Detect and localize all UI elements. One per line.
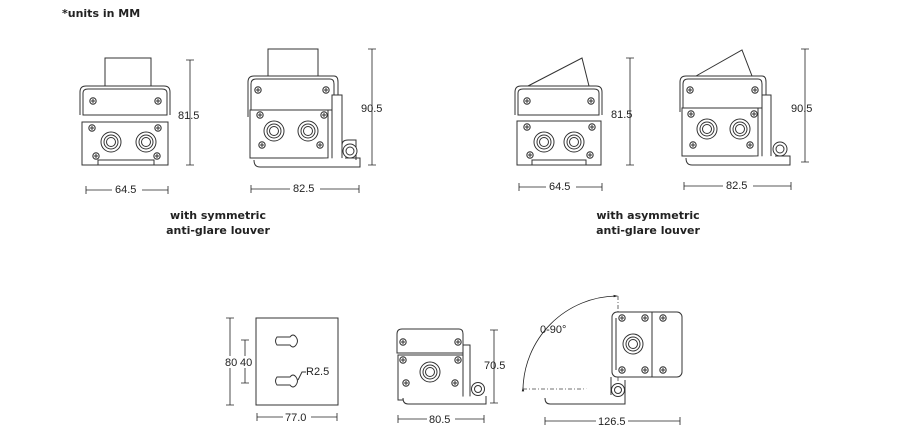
rotation-view: 0-90° 126.5: [521, 294, 683, 428]
symmetric-caption-line1: with symmetric: [170, 209, 266, 222]
single-gland-view: 70.5 80.5: [396, 328, 505, 426]
height-label: 70.5: [484, 360, 505, 372]
height-label: 90.5: [791, 103, 812, 115]
slot-radius-label: R2.5: [306, 366, 329, 378]
asymmetric-caption-line1: with asymmetric: [596, 209, 699, 222]
height-label: 81.5: [611, 109, 632, 121]
symmetric-front-view: 81.5 64.5: [79, 57, 199, 196]
angle-label: 0-90°: [540, 324, 566, 336]
width-label: 64.5: [549, 181, 570, 193]
height-label: 90.5: [361, 103, 382, 115]
plate-width-label: 77.0: [285, 412, 306, 424]
slot-spacing-label: 40: [240, 357, 252, 369]
width-label: 80.5: [429, 414, 450, 426]
asymmetric-caption-line2: anti-glare louver: [596, 224, 700, 237]
width-label: 82.5: [726, 180, 747, 192]
width-label: 126.5: [598, 416, 626, 428]
asymmetric-side-view: 90.5 82.5: [679, 48, 812, 192]
plate-height-label: 80: [225, 357, 237, 369]
width-label: 82.5: [293, 183, 314, 195]
symmetric-side-view: 90.5 82.5: [247, 48, 382, 195]
mounting-plate-view: R2.5 80 40 77.0: [224, 317, 339, 424]
asymmetric-front-view: 81.5 64.5: [514, 57, 634, 193]
width-label: 64.5: [115, 184, 136, 196]
height-label: 81.5: [178, 110, 199, 122]
units-note: *units in MM: [62, 7, 140, 20]
symmetric-caption-line2: anti-glare louver: [166, 224, 270, 237]
